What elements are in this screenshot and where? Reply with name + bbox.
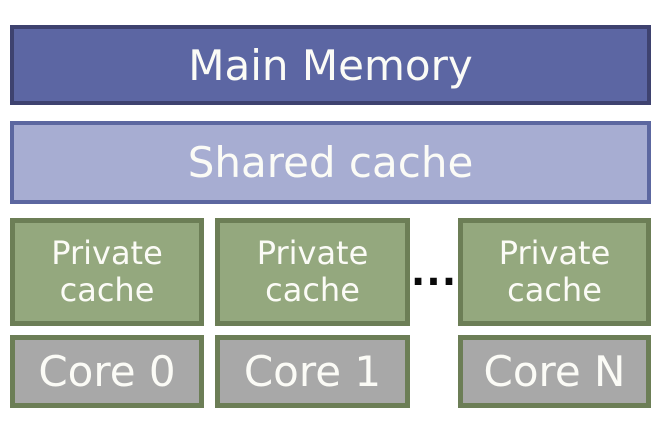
core-n-block: Core N <box>458 335 651 408</box>
core-0-label: Core 0 <box>38 347 176 396</box>
private-cache-block-0: Private cache <box>10 218 204 326</box>
main-memory-label: Main Memory <box>188 40 473 90</box>
private-cache-label-0: Private cache <box>51 233 163 309</box>
private-cache-label-1: Private cache <box>256 233 369 309</box>
main-memory-block: Main Memory <box>10 25 651 105</box>
shared-cache-block: Shared cache <box>10 121 651 204</box>
core-1-block: Core 1 <box>215 335 410 408</box>
ellipsis-dots: ... <box>410 250 458 294</box>
core-n-label: Core N <box>483 347 626 396</box>
private-cache-block-1: Private cache <box>215 218 410 326</box>
private-cache-label-n: Private cache <box>498 233 611 309</box>
private-cache-block-n: Private cache <box>458 218 651 326</box>
core-0-block: Core 0 <box>10 335 204 408</box>
core-1-label: Core 1 <box>243 347 382 396</box>
shared-cache-label: Shared cache <box>187 138 474 187</box>
